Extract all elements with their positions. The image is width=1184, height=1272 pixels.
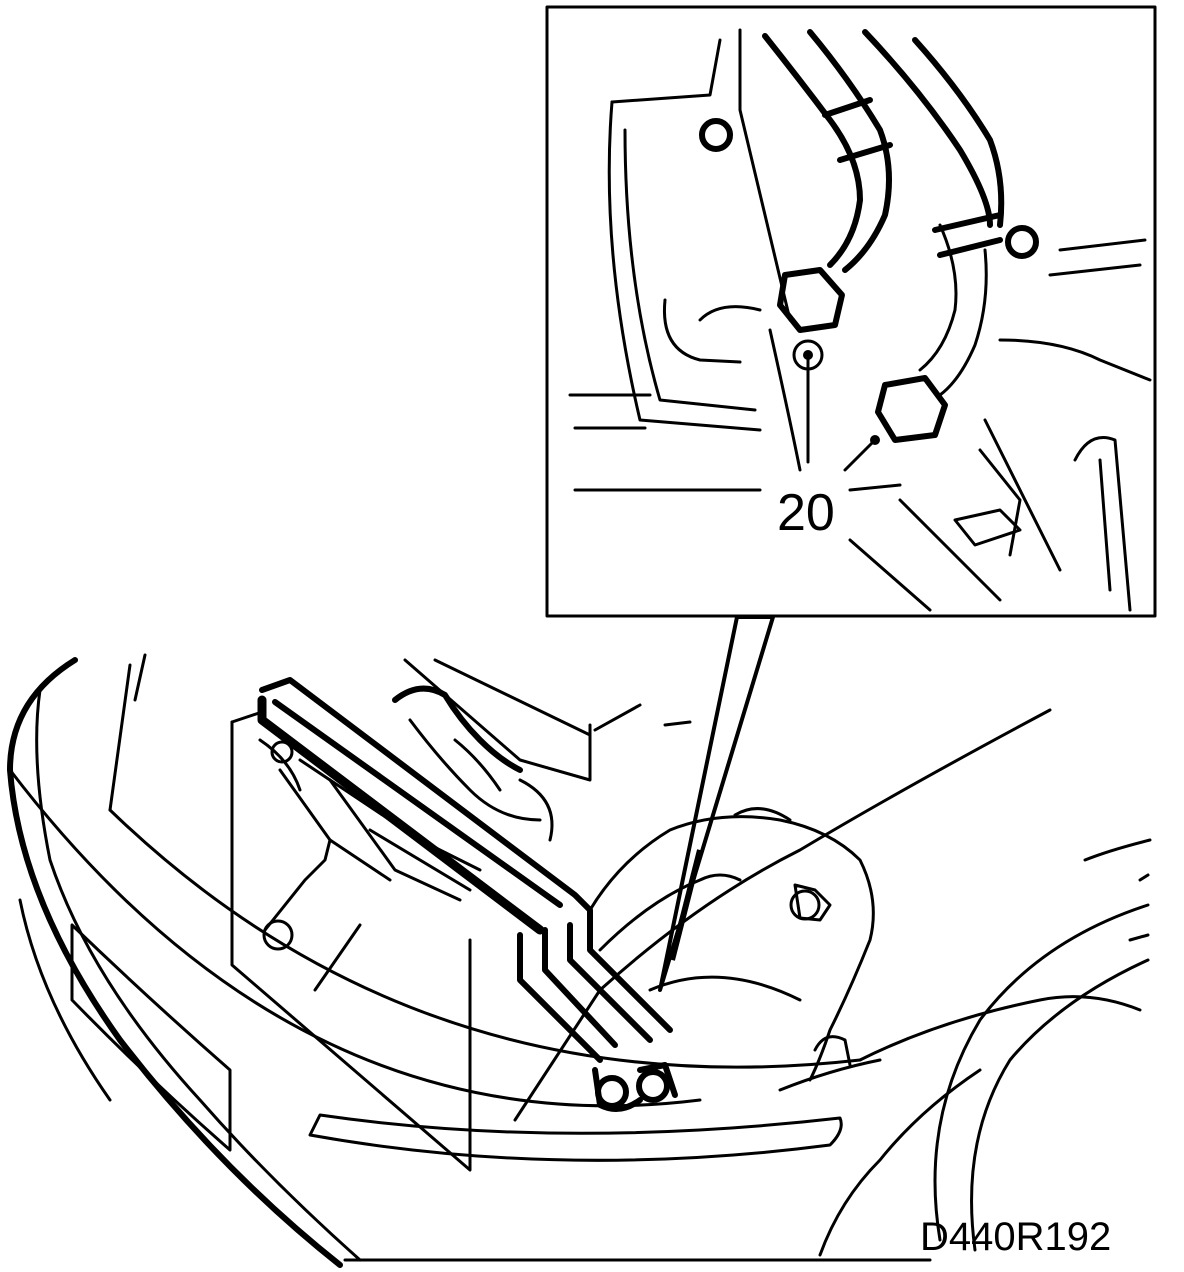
inset-frame bbox=[545, 5, 1157, 618]
figure-code: D440R192 bbox=[920, 1215, 1111, 1259]
cooler-pipes bbox=[517, 922, 678, 1112]
pipe-fitting-right bbox=[636, 1069, 670, 1103]
detail-inset: 20 bbox=[545, 5, 1157, 618]
vehicle-front-assembly bbox=[7, 653, 1152, 1268]
oil-cooler bbox=[230, 677, 593, 1172]
inset-bracket bbox=[848, 238, 1152, 612]
bumper-vent bbox=[70, 923, 232, 1152]
inset-hoses bbox=[762, 29, 1005, 397]
callout-leaders bbox=[803, 350, 880, 472]
lower-grille bbox=[308, 1113, 843, 1162]
callout-label-20: 20 bbox=[777, 484, 835, 542]
inset-bolts bbox=[699, 118, 1039, 443]
fender bbox=[778, 838, 1152, 1257]
upper-union-nut bbox=[777, 267, 845, 333]
transmission-housing bbox=[588, 807, 875, 1082]
inset-pump-body bbox=[568, 28, 902, 492]
lower-union-nut bbox=[875, 375, 948, 443]
